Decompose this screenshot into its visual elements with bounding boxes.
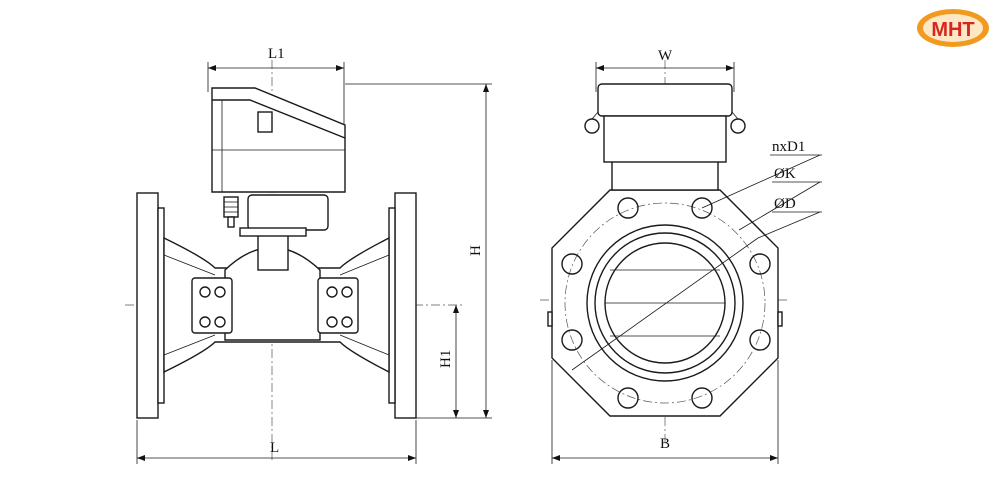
side-view [125,60,465,460]
left-transducer [191,277,233,334]
dim-H: H [468,245,484,256]
dim-K: ØK [774,166,796,182]
dim-L: L [270,440,279,456]
right-transducer [317,277,359,334]
dim-B: B [660,436,670,452]
front-view [540,60,790,445]
converter-head [211,87,346,193]
right-flange [394,192,417,419]
dim-H1: H1 [438,350,454,368]
logo-text: MHT [931,19,974,41]
side-dimensions: L1 L H H1 [136,46,492,464]
dim-L1: L1 [268,46,285,62]
front-head-top [597,83,733,117]
left-flange [136,192,159,419]
bolt-hole [617,197,639,219]
dim-nxD1: nxD1 [772,139,805,155]
mht-logo: MHT [917,9,989,47]
dim-W: W [658,48,673,64]
front-dimensions: W B nxD1 ØK ØD [551,48,822,464]
dim-D: ØD [774,196,796,212]
